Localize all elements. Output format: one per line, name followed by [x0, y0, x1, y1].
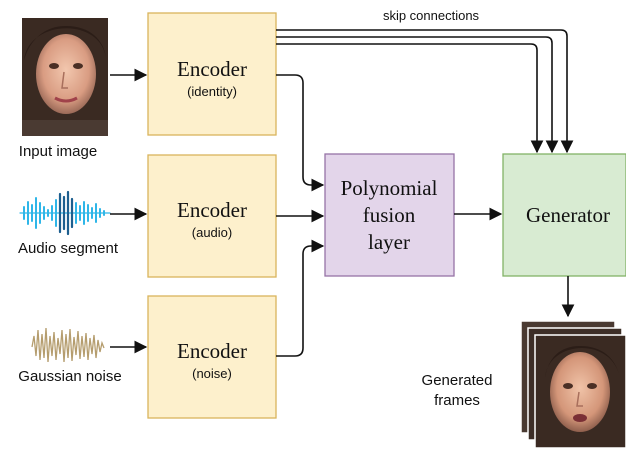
- encoder-identity: Encoder (identity): [147, 12, 277, 136]
- generated-frames-line-2: frames: [434, 392, 480, 409]
- generated-frames-line-1: Generated: [422, 372, 493, 389]
- noise-waveform: [31, 327, 105, 363]
- fusion-line-2: fusion: [363, 203, 416, 227]
- arrow-identity-to-fusion: [276, 74, 325, 192]
- encoder-noise: Encoder (noise): [147, 295, 277, 419]
- skip-connections-label: skip connections: [383, 8, 480, 23]
- input-image: [22, 18, 108, 136]
- encoder-audio: Encoder (audio): [147, 154, 277, 278]
- input-image-label: Input image: [19, 143, 97, 160]
- encoder-audio-title: Encoder: [177, 198, 247, 222]
- generator-title: Generator: [526, 203, 610, 227]
- fusion-line-3: layer: [368, 230, 410, 254]
- audio-waveform: [19, 190, 111, 236]
- gaussian-noise-label: Gaussian noise: [18, 368, 121, 385]
- encoder-audio-subtitle: (audio): [192, 225, 232, 240]
- arrow-noise-to-fusion: [276, 239, 325, 357]
- encoder-noise-subtitle: (noise): [192, 366, 232, 381]
- generated-frames-stack: [520, 320, 626, 449]
- encoder-noise-title: Encoder: [177, 339, 247, 363]
- encoder-identity-subtitle: (identity): [187, 84, 237, 99]
- generated-frame-front: [534, 334, 626, 449]
- fusion-line-1: Polynomial: [341, 176, 438, 200]
- polynomial-fusion-layer: Polynomial fusion layer: [324, 153, 455, 277]
- generator: Generator: [502, 153, 626, 277]
- encoder-identity-title: Encoder: [177, 57, 247, 81]
- audio-segment-label: Audio segment: [18, 240, 119, 257]
- skip-connections: [276, 29, 574, 154]
